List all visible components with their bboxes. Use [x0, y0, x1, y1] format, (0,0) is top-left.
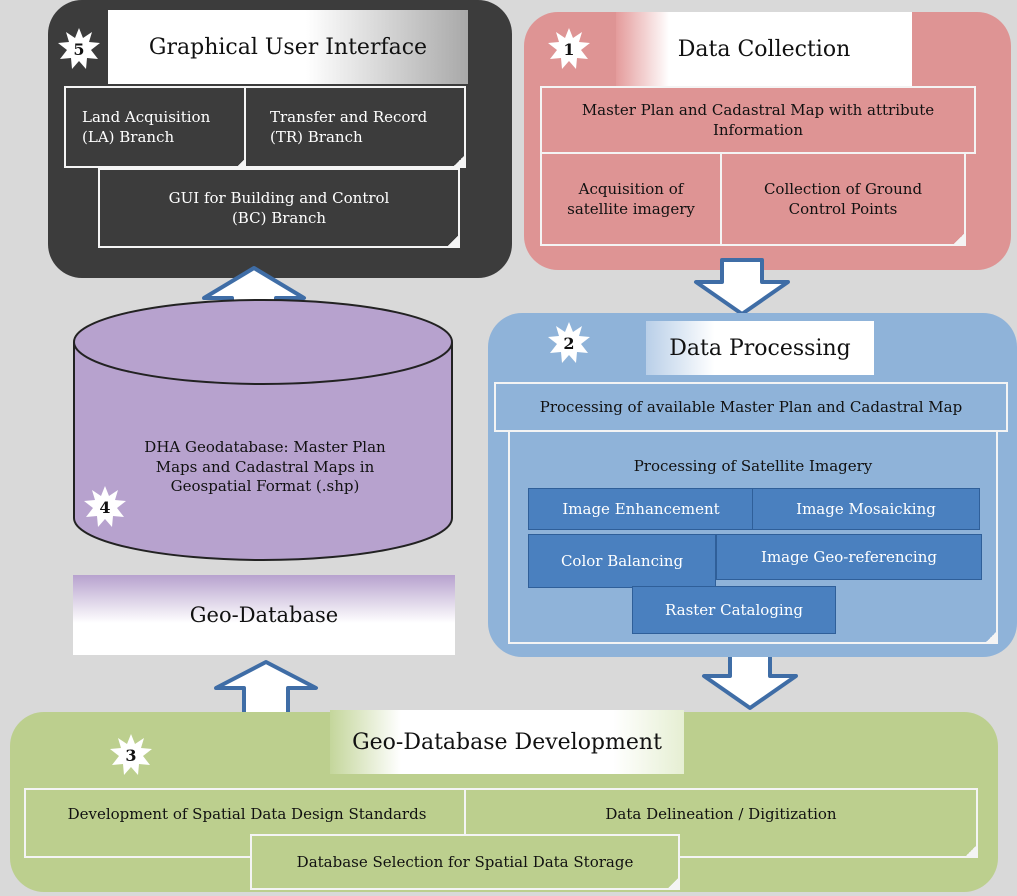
arrow-down-icon: [694, 258, 790, 316]
starburst-icon: [84, 486, 126, 527]
geodatabase-cylinder: [73, 299, 453, 561]
step-number: 4: [99, 497, 111, 517]
geodatabase-description: DHA Geodatabase: Master Plan Maps and Ca…: [144, 438, 386, 495]
data-collection-title: Data Collection: [616, 12, 912, 86]
database-selection-box: Database Selection for Spatial Data Stor…: [250, 834, 680, 890]
gui-title: Graphical User Interface: [108, 10, 468, 84]
step-badge-5: 5: [58, 28, 100, 70]
color-balancing-step: Color Balancing: [528, 534, 716, 588]
geodatabase-label: Geo-Database: [73, 575, 455, 655]
ground-control-points-box: Collection of Ground Control Points: [720, 152, 966, 246]
starburst-icon: [58, 28, 100, 69]
geodatabase-development-title: Geo-Database Development: [330, 710, 684, 774]
data-processing-title: Data Processing: [646, 321, 874, 375]
master-plan-attribute-box: Master Plan and Cadastral Map with attri…: [540, 86, 976, 154]
step-badge-3: 3: [110, 734, 152, 776]
tr-branch-box: Transfer and Record (TR) Branch: [244, 86, 466, 168]
image-mosaicking-step: Image Mosaicking: [752, 488, 980, 530]
image-geo-referencing-step: Image Geo-referencing: [716, 534, 982, 580]
image-enhancement-step: Image Enhancement: [528, 488, 754, 530]
step-number: 5: [73, 39, 85, 59]
bc-branch-box: GUI for Building and Control (BC) Branch: [98, 168, 460, 248]
step-badge-1: 1: [548, 28, 590, 70]
la-branch-box: Land Acquisition (LA) Branch: [64, 86, 250, 168]
arrow-up-icon: [214, 660, 318, 716]
step-number: 3: [125, 745, 137, 765]
step-number: 2: [563, 333, 575, 353]
arrow-down-icon: [702, 652, 798, 710]
raster-cataloging-step: Raster Cataloging: [632, 586, 836, 634]
step-badge-4: 4: [84, 486, 126, 528]
step-badge-2: 2: [548, 322, 590, 364]
satellite-acquisition-box: Acquisition of satellite imagery: [540, 152, 722, 246]
starburst-icon: [548, 28, 590, 69]
starburst-icon: [548, 322, 590, 363]
step-number: 1: [563, 39, 575, 59]
starburst-icon: [110, 734, 152, 775]
master-plan-processing-box: Processing of available Master Plan and …: [494, 382, 1008, 432]
